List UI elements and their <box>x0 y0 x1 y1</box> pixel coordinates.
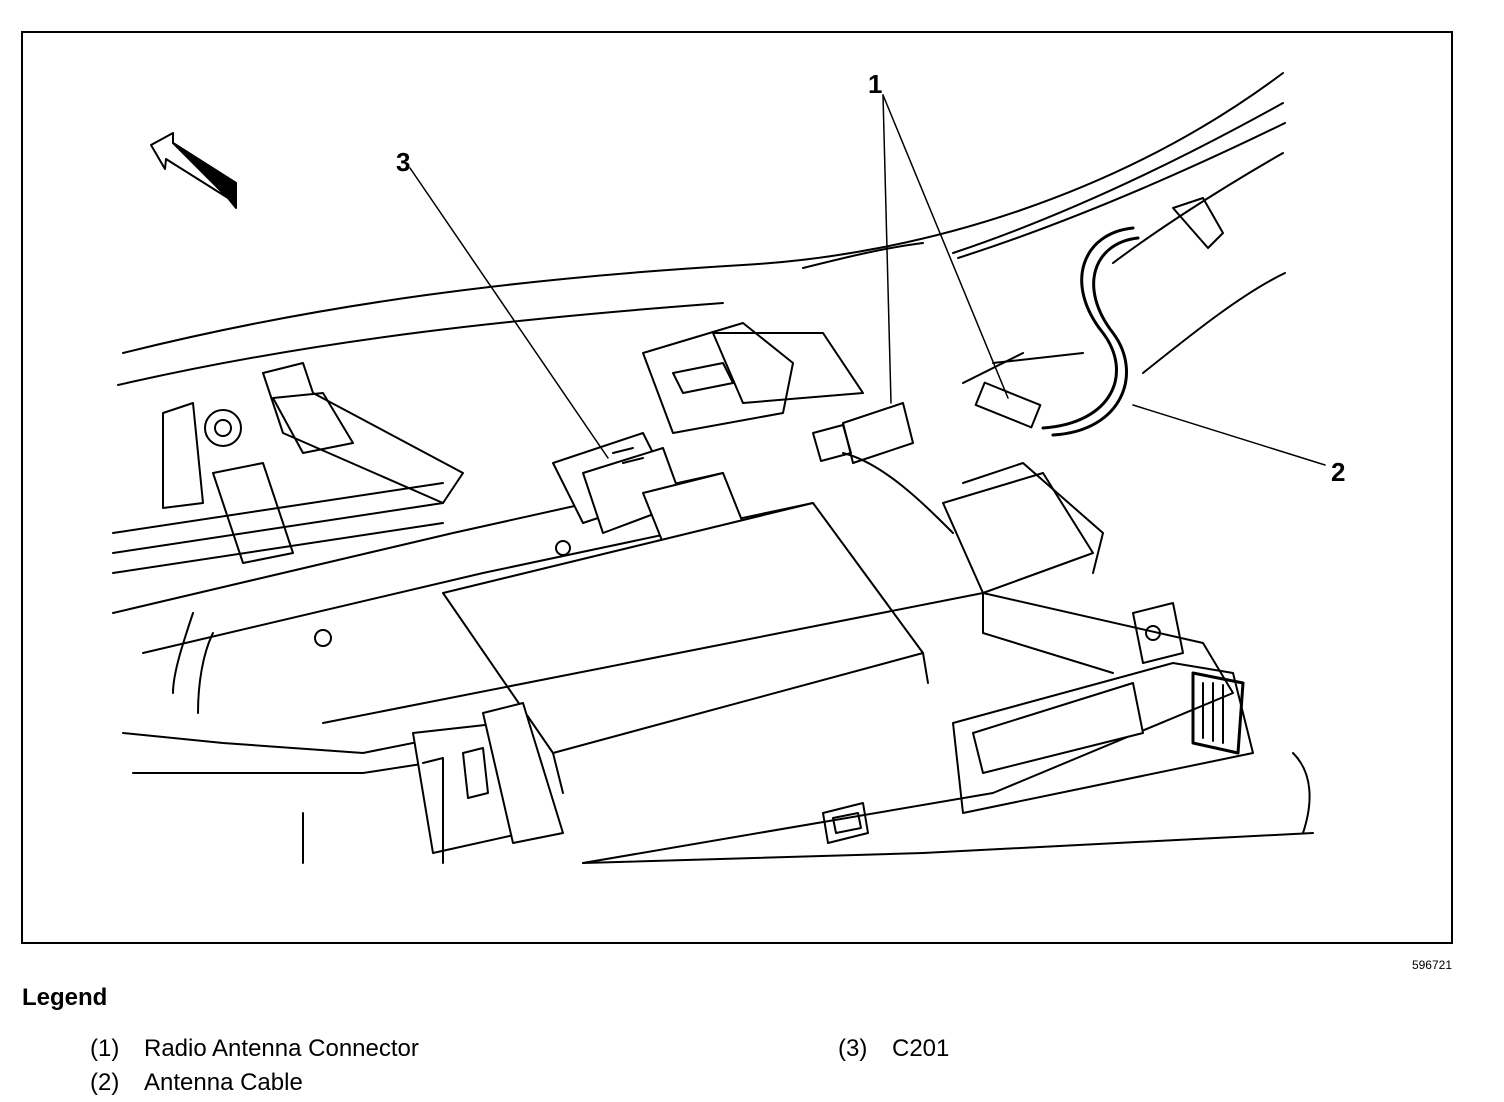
diagram-frame: 1 2 3 <box>21 31 1453 944</box>
legend-item-1: (1) Radio Antenna Connector <box>90 1035 419 1063</box>
legend-item-2: (2) Antenna Cable <box>90 1069 303 1097</box>
legend-item-label: C201 <box>892 1035 950 1062</box>
leader-line-3 <box>409 167 609 459</box>
legend-item-number: (1) <box>90 1035 120 1062</box>
leader-line-1a <box>882 94 892 404</box>
legend-item-number: (2) <box>90 1069 120 1096</box>
vehicle-illustration <box>112 72 1326 864</box>
legend-item-label: Antenna Cable <box>144 1069 303 1096</box>
forward-arrow-icon <box>150 132 237 209</box>
callout-1: 1 <box>868 69 883 99</box>
legend-item-3: (3) C201 <box>838 1035 949 1063</box>
figure-id: 596721 <box>1411 958 1452 972</box>
callout-3: 3 <box>396 147 411 177</box>
callout-2: 2 <box>1331 457 1346 487</box>
legend-title: Legend <box>22 984 108 1011</box>
legend-item-number: (3) <box>838 1035 868 1062</box>
leader-line-2 <box>1132 404 1326 466</box>
leader-line-1b <box>882 94 1009 399</box>
legend-item-label: Radio Antenna Connector <box>144 1035 419 1062</box>
